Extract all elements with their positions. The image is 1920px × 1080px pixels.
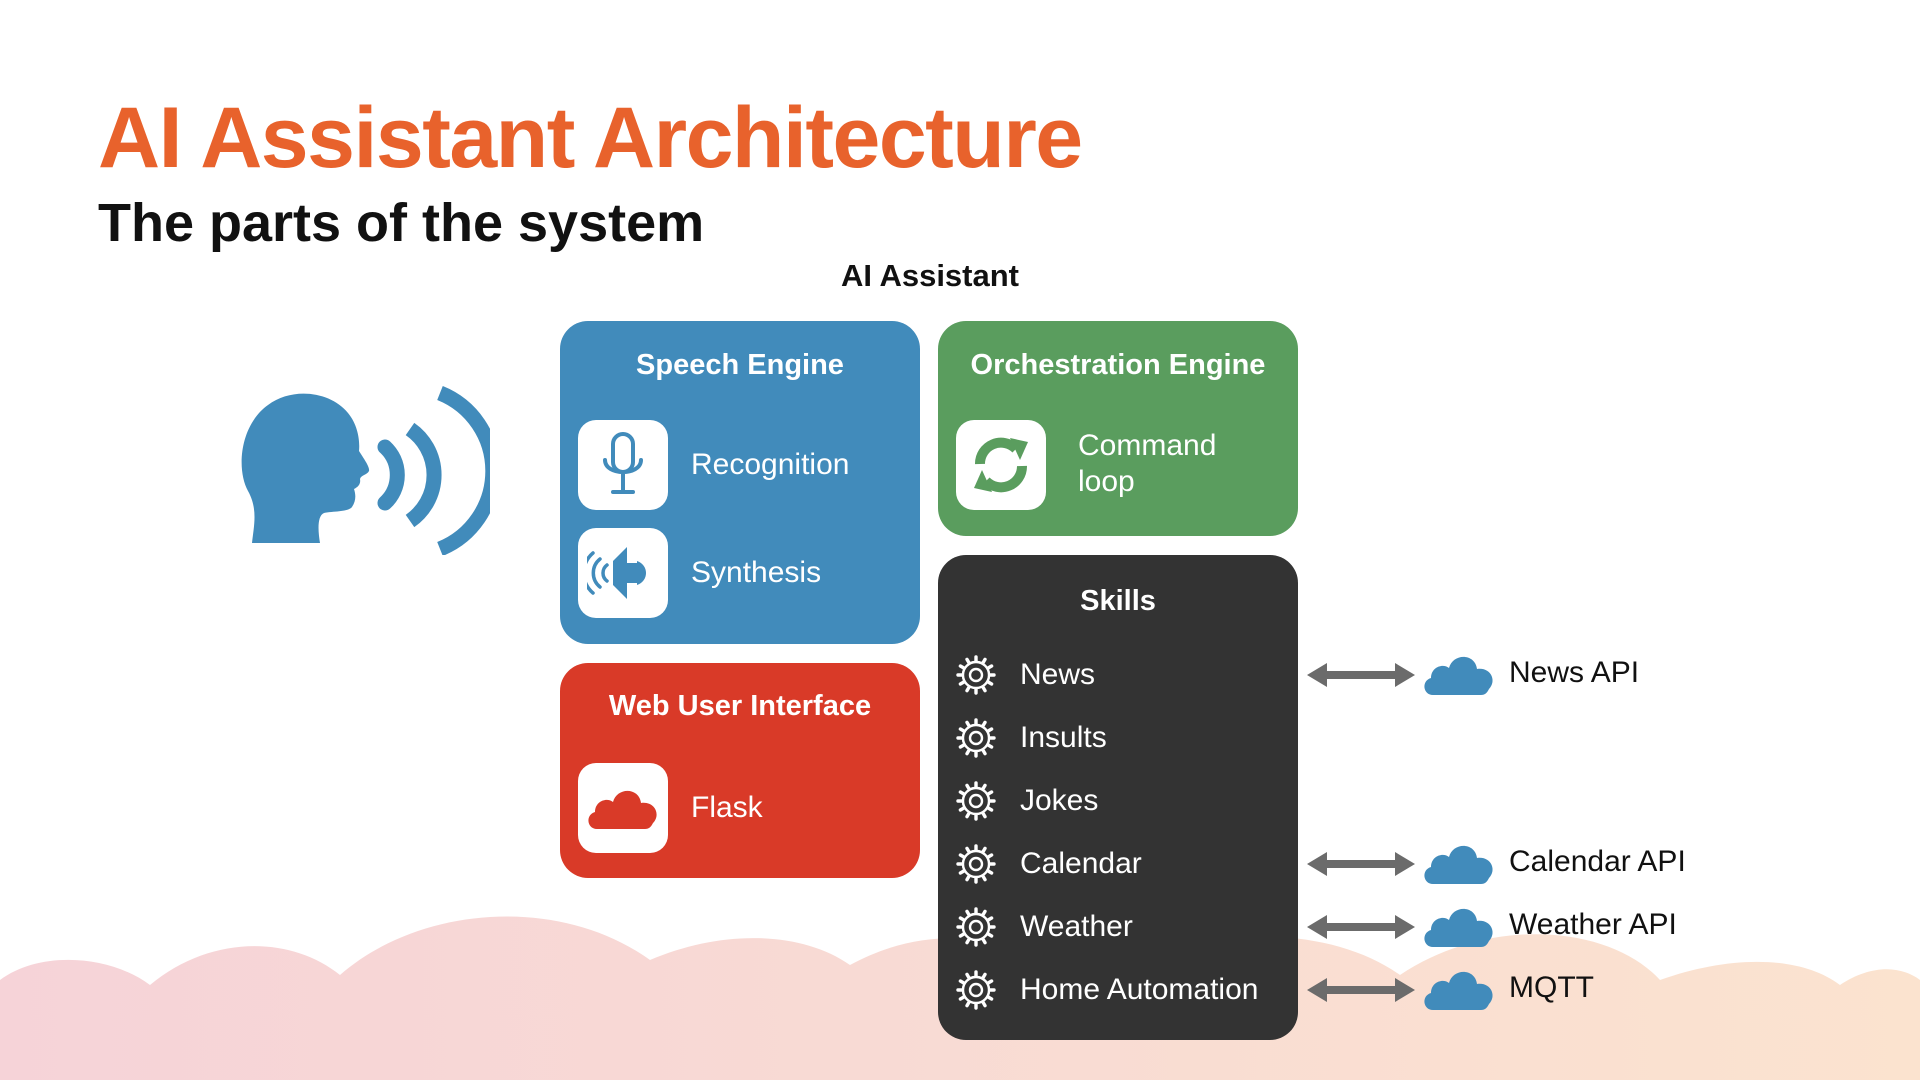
web-user-interface-title: Web User Interface xyxy=(608,690,872,722)
gear-icon xyxy=(956,907,996,947)
skills-title: Skills xyxy=(1080,585,1156,617)
skill-label: Home Automation xyxy=(1020,973,1259,1006)
skill-label: Weather xyxy=(1020,910,1133,943)
orchestration-engine-title: Orchestration Engine xyxy=(970,349,1266,381)
gear-icon xyxy=(956,781,996,821)
flask-tile xyxy=(578,763,668,853)
skill-label: Calendar xyxy=(1020,847,1142,880)
synthesis-label: Synthesis xyxy=(691,556,822,589)
cloud-icon xyxy=(1424,845,1493,884)
double-arrow-icon xyxy=(1307,852,1415,876)
speaker-icon xyxy=(587,547,646,599)
double-arrow-icon xyxy=(1307,663,1415,687)
cloud-icon xyxy=(1424,971,1493,1010)
skill-label: Insults xyxy=(1020,721,1107,754)
gear-icon xyxy=(956,844,996,884)
flask-label: Flask xyxy=(691,791,763,824)
web-user-interface-box: Web User Interface Flask xyxy=(560,663,920,878)
refresh-loop-icon xyxy=(974,437,1028,493)
double-arrow-icon xyxy=(1307,978,1415,1002)
double-arrow-icon xyxy=(1307,915,1415,939)
recognition-label: Recognition xyxy=(691,448,850,481)
api-label: MQTT xyxy=(1509,971,1594,1004)
gear-icon xyxy=(956,655,996,695)
skill-label: Jokes xyxy=(1020,784,1099,817)
speaking-head-icon xyxy=(241,386,490,555)
cloud-icon xyxy=(1424,656,1493,695)
slide-title: AI Assistant Architecture xyxy=(98,90,1083,186)
command-loop-label: Command loop xyxy=(1078,428,1216,500)
orchestration-engine-box: Orchestration Engine Command loop xyxy=(938,321,1298,536)
speech-engine-box: Speech Engine Recognition Synthesis xyxy=(560,321,920,644)
recognition-tile xyxy=(578,420,668,510)
diagram-label: AI Assistant xyxy=(840,258,1019,293)
command-loop-label-line1: Command xyxy=(1078,429,1217,462)
gear-icon xyxy=(956,970,996,1010)
gear-icon xyxy=(956,718,996,758)
command-loop-tile xyxy=(956,420,1046,510)
cloud-icon xyxy=(588,790,657,829)
microphone-icon xyxy=(603,432,643,494)
skill-label: News xyxy=(1020,658,1096,691)
synthesis-tile xyxy=(578,528,668,618)
slide-subtitle: The parts of the system xyxy=(98,193,705,253)
command-loop-label-line2: loop xyxy=(1078,465,1135,498)
api-label: Calendar API xyxy=(1509,845,1686,878)
speech-engine-title: Speech Engine xyxy=(636,349,844,381)
cloud-icon xyxy=(1424,908,1493,947)
api-label: News API xyxy=(1509,656,1640,689)
skills-box: Skills News Insults Jokes Calendar Weath… xyxy=(938,555,1298,1040)
api-label: Weather API xyxy=(1509,908,1677,941)
